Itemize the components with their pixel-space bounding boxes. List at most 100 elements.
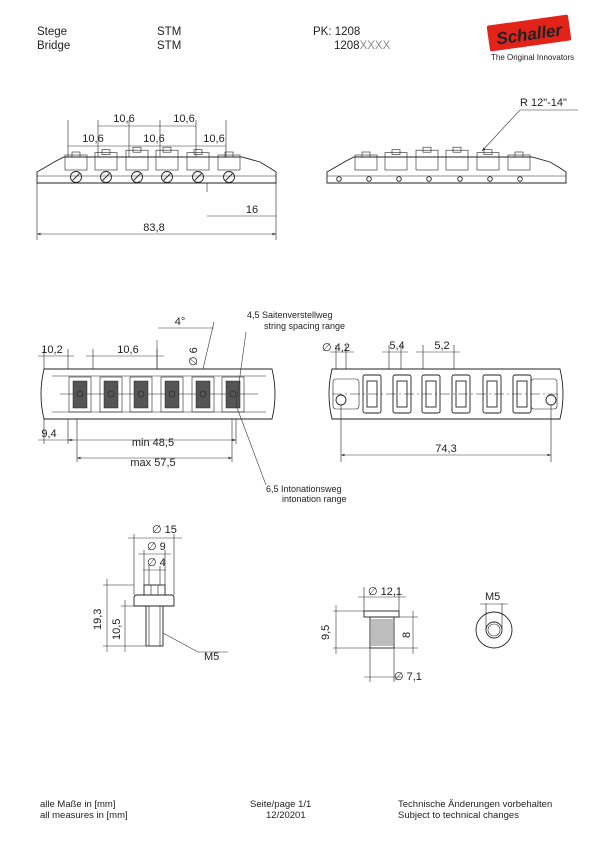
- thumbwheel-flange: [363, 610, 400, 618]
- bottom-slot-frame: [362, 374, 382, 414]
- thumbwheel-end-view: M5: [475, 591, 513, 649]
- dim-5-4: 5,4: [389, 340, 404, 352]
- front-saddle-tip: [132, 146, 142, 153]
- bottom-slot: [455, 380, 467, 408]
- radius-annotation: R 12"-14": [481, 97, 578, 152]
- front-saddle-tip: [224, 151, 234, 158]
- footer-date: 12/20201: [266, 810, 306, 821]
- label-spacing-en: string spacing range: [264, 321, 345, 331]
- bottom-slot: [486, 380, 498, 408]
- top-saddle-screw: [107, 390, 115, 398]
- front-screw-head: [70, 171, 82, 183]
- top-saddle-screw: [76, 390, 84, 398]
- header-label-en: Bridge: [37, 40, 71, 52]
- rear-saddle-tip: [361, 151, 371, 158]
- dim-min: min 48,5: [132, 437, 174, 449]
- rear-hole: [457, 176, 463, 182]
- thumbwheel-side-view: [363, 610, 400, 649]
- front-saddle: [64, 154, 88, 171]
- footer-page: Seite/page 1/1: [250, 799, 312, 810]
- label-intonation-en: intonation range: [282, 494, 347, 504]
- dim-dia-12-1: ∅ 12,1: [368, 586, 402, 598]
- label-spacing-de: 4,5 Saitenverstellweg: [247, 310, 333, 320]
- rear-hole: [336, 176, 342, 182]
- dim-10-6-b: 10,6: [173, 113, 194, 125]
- rear-saddle: [476, 152, 500, 171]
- top-saddle: [68, 376, 92, 413]
- bottom-slot-frame: [482, 374, 502, 414]
- top-saddle: [129, 376, 153, 413]
- front-screw-head: [100, 171, 112, 183]
- dim-dia-4: ∅ 4: [147, 557, 166, 569]
- front-saddle-tip: [162, 146, 172, 153]
- top-view-dimensions: 10,2 10,6 4° ∅ 6 9,4 min 48,5 max 57,5 4…: [38, 310, 347, 504]
- thumbwheel-thread: [487, 623, 501, 637]
- front-screw-slot: [225, 173, 233, 181]
- dim-m5-wheel: M5: [485, 591, 500, 603]
- rear-saddle-tip: [422, 146, 432, 153]
- thumbwheel-body: [369, 616, 395, 649]
- rear-saddle: [354, 154, 378, 171]
- bottom-slot-frame: [392, 374, 412, 414]
- dim-max: max 57,5: [130, 457, 175, 469]
- dim-radius: R 12"-14": [520, 97, 567, 109]
- stud-dimensions: ∅ 15 ∅ 9 ∅ 4 19,3 10,5 M5: [92, 524, 228, 663]
- front-screw-slot: [163, 173, 171, 181]
- mount-hole-left: [335, 394, 347, 406]
- front-saddle: [155, 149, 179, 171]
- top-saddle-block: [133, 380, 149, 409]
- brand-tagline: The Original Innovators: [491, 53, 575, 62]
- bridge-top-view: [40, 368, 276, 420]
- front-saddle-tip: [101, 149, 111, 155]
- footer-note-de: Technische Änderungen vorbehalten: [398, 799, 553, 810]
- top-saddle-block: [195, 380, 211, 409]
- rear-saddle: [507, 154, 531, 171]
- bottom-slot: [516, 380, 528, 408]
- dim-8: 8: [401, 632, 413, 638]
- front-saddle: [217, 154, 241, 171]
- bridge-rear-view: [326, 146, 567, 184]
- rear-hole: [426, 176, 432, 182]
- top-saddle-block: [225, 380, 241, 409]
- top-saddle-screw: [199, 390, 207, 398]
- footer-units-en: all measures in [mm]: [40, 810, 128, 821]
- front-saddle: [186, 152, 210, 171]
- bottom-slot: [396, 380, 408, 408]
- dim-10-5: 10,5: [111, 619, 123, 640]
- dim-dia-6: ∅ 6: [188, 347, 200, 366]
- dim-9-4: 9,4: [41, 428, 56, 440]
- front-screw-slot: [72, 173, 80, 181]
- dim-10-6-top-view: 10,6: [117, 344, 138, 356]
- rear-saddle-tip: [483, 149, 493, 155]
- rear-saddle: [445, 149, 469, 171]
- bridge-front-view: [36, 146, 277, 240]
- thumbwheel-outer: [475, 611, 513, 649]
- footer-units-de: alle Maße in [mm]: [40, 799, 116, 810]
- dim-m5-stud: M5: [204, 651, 219, 663]
- front-screw-head: [223, 171, 235, 183]
- header-label-de: Stege: [37, 26, 68, 38]
- leader-m5-stud: [162, 632, 228, 653]
- dim-10-6-e: 10,6: [203, 133, 224, 145]
- dim-dia-4-2: ∅ 4,2: [322, 342, 350, 354]
- bottom-slot-frame: [451, 374, 471, 414]
- dim-10-6-c: 10,6: [82, 133, 103, 145]
- rear-hole: [487, 176, 493, 182]
- dim-4-degrees: 4°: [175, 316, 186, 328]
- dim-5-2: 5,2: [434, 340, 449, 352]
- dim-angle-lines: [156, 321, 215, 370]
- schaller-logo: Schaller: [486, 14, 572, 52]
- label-intonation-de: 6,5 Intonationsweg: [266, 484, 342, 494]
- top-saddle: [191, 376, 215, 413]
- front-screw-slot: [133, 173, 141, 181]
- footer-note-en: Subject to technical changes: [398, 810, 519, 821]
- rear-hole: [396, 176, 402, 182]
- bottom-view-dimensions: ∅ 4,2 5,4 5,2 74,3: [322, 340, 552, 462]
- top-saddle-screw: [137, 390, 145, 398]
- thumbwheel-dimensions: ∅ 12,1 9,5 8 ∅ 7,1: [320, 586, 422, 683]
- dim-74-3: 74,3: [435, 443, 456, 455]
- top-saddle-block: [103, 380, 119, 409]
- thumbwheel-bore: [485, 621, 503, 639]
- logo-background: [486, 14, 572, 52]
